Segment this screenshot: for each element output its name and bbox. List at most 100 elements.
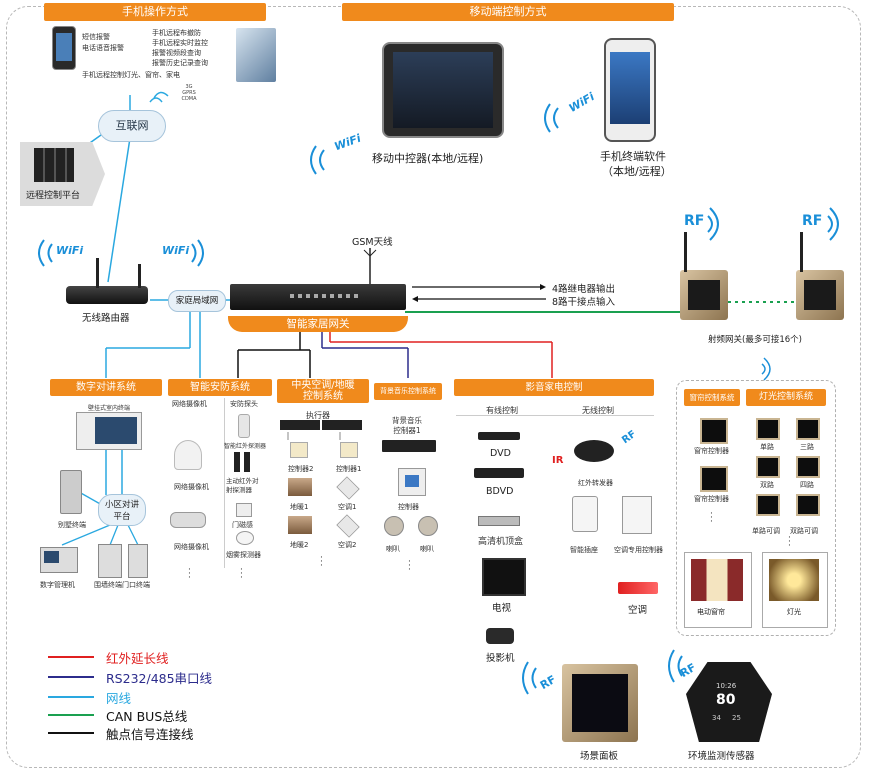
- projector-label: 投影机: [486, 653, 515, 664]
- ac-label: 空调: [628, 605, 648, 616]
- hvac-title: 中央空调/地暖控制系统: [277, 379, 369, 403]
- rf-gateway-label: 射频网关(最多可接16个): [708, 335, 802, 345]
- wall-unit-icon: [98, 544, 122, 578]
- light-switch-icon: [756, 456, 780, 478]
- rf-icon-right: RF: [802, 213, 823, 229]
- executor-label: 执行器: [306, 411, 330, 420]
- ac1-label: 空调1: [338, 503, 357, 511]
- thermostat-icon: [290, 442, 308, 458]
- door-unit-icon: [128, 544, 148, 578]
- alarm-history-label: 报警历史记录查询: [152, 59, 208, 67]
- remote-monitor-label: 手机远程实时监控: [152, 39, 208, 47]
- rf-waves-icon: [668, 649, 683, 683]
- wall-unit-label: 围墙终端: [94, 581, 122, 589]
- wifi-waves-icon: [544, 103, 559, 133]
- wall-terminal-label: 壁挂式室内终端: [88, 405, 131, 412]
- rf-waves-icon: [761, 357, 771, 381]
- ac-unit-icon: [618, 582, 658, 594]
- remote-platform: 远程控制平台: [20, 142, 105, 206]
- curtain-light-box: [676, 380, 836, 636]
- gsm-label: GSM天线: [352, 237, 393, 248]
- light-switch-icon: [756, 494, 780, 516]
- rf-gateway-left: [680, 270, 728, 320]
- cam2-label: 网络摄像机: [174, 543, 209, 551]
- executor-icon: [322, 420, 362, 430]
- stb-label: 高清机顶盒: [478, 537, 524, 547]
- security-title: 智能安防系统: [168, 379, 272, 396]
- speaker-a-label: 喇叭: [386, 545, 400, 553]
- music-ctrl1-label: 背景音乐控制器1: [392, 416, 422, 435]
- light-switch-icon: [796, 418, 820, 440]
- light-single-label: 单路: [760, 443, 774, 451]
- wifi-waves-icon: [191, 239, 204, 267]
- tv-icon: [482, 558, 526, 596]
- phone-software-label: 手机终端软件: [600, 150, 666, 163]
- bdvd-icon: [474, 468, 524, 478]
- hvac-ctrl1-label: 控制器1: [336, 465, 362, 473]
- antenna: [684, 232, 687, 272]
- env-sensor-label: 环境监测传感器: [688, 751, 755, 762]
- digital-manager-label: 数字管理机: [40, 581, 75, 589]
- curtain-ctrl-b-label: 窗帘控制器: [694, 495, 729, 503]
- remote-arm-label: 手机远程布撤防: [152, 29, 201, 37]
- phone-ops-col1: 短信报警 电话语音报警: [82, 32, 124, 54]
- light-double-dim-label: 双路可调: [790, 527, 818, 535]
- scene-panel-label: 场景面板: [580, 751, 619, 762]
- villa-terminal-label: 别墅终端: [58, 521, 86, 529]
- motor-curtain-photo: 电动窗帘: [684, 552, 752, 628]
- scene-panel-icon: [562, 664, 638, 742]
- mobile-controller-label: 移动中控器(本地/远程): [372, 152, 484, 165]
- gateway-device: [230, 284, 406, 310]
- cam1-label: 网络摄像机: [174, 483, 209, 491]
- curtain-title: 窗帘控制系统: [684, 389, 740, 406]
- bdvd-label: BDVD: [486, 486, 514, 497]
- dome-camera-icon: [174, 440, 202, 470]
- router-wifi-right-icon: WiFi: [162, 244, 190, 257]
- sensor-value: 80: [716, 692, 736, 708]
- wifi-waves-icon: [38, 239, 53, 267]
- smartphone-icon: [52, 26, 76, 70]
- divider: [456, 415, 654, 416]
- floor1-label: 地暖1: [290, 503, 309, 511]
- tablet-icon: [382, 42, 504, 138]
- rf-waves-icon: [707, 207, 719, 241]
- community-label: 小区对讲: [104, 500, 139, 510]
- executor-icon: [280, 420, 320, 430]
- wifi-waves-icon: [310, 145, 325, 175]
- intercom-title: 数字对讲系统: [50, 379, 162, 396]
- alarm-video-label: 报警视频段查询: [152, 49, 201, 57]
- router-icon: [66, 286, 148, 304]
- smart-socket-label: 智能插座: [570, 546, 598, 554]
- wired-label: 有线控制: [486, 406, 518, 415]
- music-title: 背景音乐控制系统: [374, 383, 442, 400]
- av-title: 影音家电控制: [454, 379, 654, 396]
- more-dots: ···: [188, 565, 191, 583]
- tv-label: 电视: [492, 603, 512, 614]
- light-single-dim-label: 单路可调: [752, 527, 780, 535]
- dvd-icon: [478, 432, 520, 440]
- thermostat-icon: [340, 442, 358, 458]
- projector-icon: [486, 628, 514, 644]
- light-switch-icon: [796, 456, 820, 478]
- door-magnet-icon: [236, 503, 252, 517]
- wall-terminal-icon: [76, 412, 142, 450]
- smoke-detector-icon: [236, 531, 254, 545]
- iphone-icon: [604, 38, 656, 142]
- internet-cloud: 互联网: [98, 110, 166, 142]
- light-double-label: 双路: [760, 481, 774, 489]
- stb-icon: [478, 516, 520, 526]
- floor2-label: 地暖2: [290, 541, 309, 549]
- network-badge: 3G GPRS CDMA: [181, 84, 197, 102]
- router-antenna: [96, 258, 99, 288]
- smoke-detector-label: 烟雾探测器: [226, 551, 261, 559]
- ir-detector-icon: [238, 414, 250, 438]
- bullet-camera-icon: [170, 512, 206, 528]
- sensor-reading-a: 34: [712, 714, 721, 722]
- phone-ops-col2: 手机远程布撤防 手机远程实时监控 报警视频段查询 报警历史记录查询: [152, 28, 208, 68]
- light-switch-icon: [796, 494, 820, 516]
- dvd-label: DVD: [490, 448, 511, 459]
- rf-waves-icon: [827, 207, 839, 241]
- floor-heating-icon: [288, 478, 312, 496]
- lan-label: 家庭局域网: [175, 296, 219, 306]
- more-dots: ···: [408, 557, 411, 575]
